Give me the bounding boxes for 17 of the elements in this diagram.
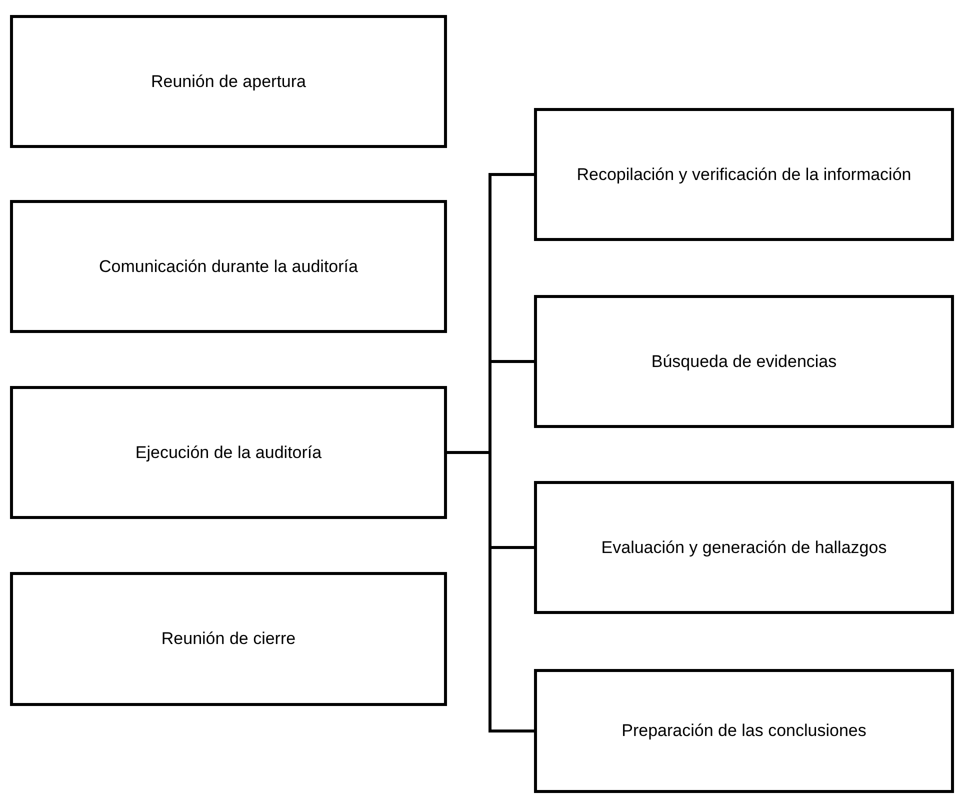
process-box — [534, 669, 954, 793]
process-box — [10, 386, 447, 519]
box-label: Preparación de las conclusiones — [622, 720, 866, 742]
process-box — [10, 15, 447, 148]
process-box — [534, 481, 954, 614]
process-box — [10, 200, 447, 333]
box-label: Comunicación durante la auditoría — [99, 256, 358, 278]
box-label: Reunión de cierre — [161, 628, 296, 650]
box-label: Búsqueda de evidencias — [651, 350, 837, 372]
connector-line — [447, 451, 534, 732]
box-label: Reunión de apertura — [150, 70, 306, 92]
process-box — [10, 572, 447, 706]
process-box — [534, 295, 954, 428]
process-box — [534, 108, 954, 241]
box-label: Recopilación y verificación de la información — [576, 164, 912, 186]
box-label: Ejecución de la auditoría — [135, 442, 322, 464]
box-label: Evaluación y generación de hallazgos — [601, 536, 887, 558]
